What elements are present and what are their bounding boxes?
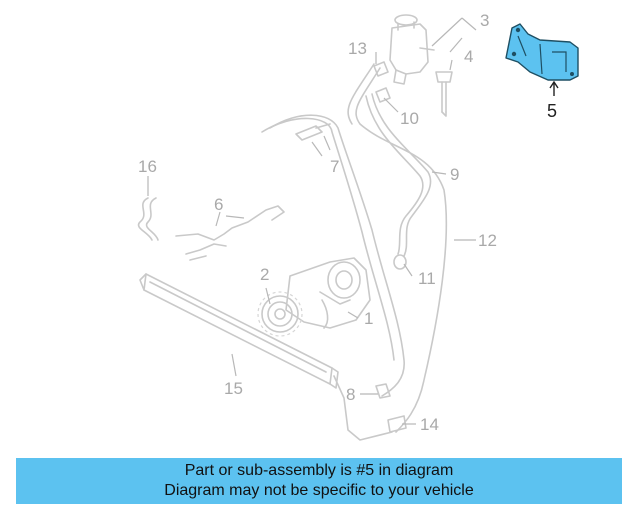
leader-lines — [147, 17, 559, 425]
callout-2: 2 — [260, 265, 269, 284]
callout-7: 7 — [330, 157, 339, 176]
bracket-part-5 — [505, 23, 579, 81]
clamp-11 — [393, 254, 407, 270]
callout-14: 14 — [420, 415, 439, 434]
hose-16 — [137, 197, 159, 241]
callout-5: 5 — [547, 101, 557, 121]
fitting-10 — [375, 87, 391, 103]
fitting-14 — [387, 415, 407, 433]
parts-diagram: 3 4 5 13 10 7 9 16 6 12 11 2 1 15 8 14 — [137, 11, 579, 441]
callout-10: 10 — [400, 109, 419, 128]
info-banner: Part or sub-assembly is #5 in diagram Di… — [16, 458, 622, 504]
reservoir-cap — [435, 71, 453, 117]
hose-6 — [175, 205, 285, 261]
callout-4: 4 — [464, 47, 473, 66]
callout-3: 3 — [480, 11, 489, 30]
callout-12: 12 — [478, 231, 497, 250]
cooler-15 — [139, 273, 393, 441]
callout-11: 11 — [418, 269, 436, 288]
line-12 — [347, 63, 448, 433]
banner-line-2: Diagram may not be specific to your vehi… — [164, 482, 474, 499]
power-steering-pump — [285, 257, 371, 329]
callout-9: 9 — [450, 165, 459, 184]
line-7 — [261, 114, 405, 397]
reservoir — [389, 14, 435, 85]
banner-line-1: Part or sub-assembly is #5 in diagram — [184, 462, 454, 479]
callout-6: 6 — [214, 195, 223, 214]
callout-1: 1 — [364, 309, 373, 328]
callout-13: 13 — [348, 39, 367, 58]
callout-15: 15 — [224, 379, 243, 398]
callout-8: 8 — [346, 385, 355, 404]
clamp-8 — [375, 383, 391, 399]
pump-pulley — [257, 291, 303, 337]
callout-16: 16 — [138, 157, 157, 176]
hose-9 — [365, 93, 432, 257]
